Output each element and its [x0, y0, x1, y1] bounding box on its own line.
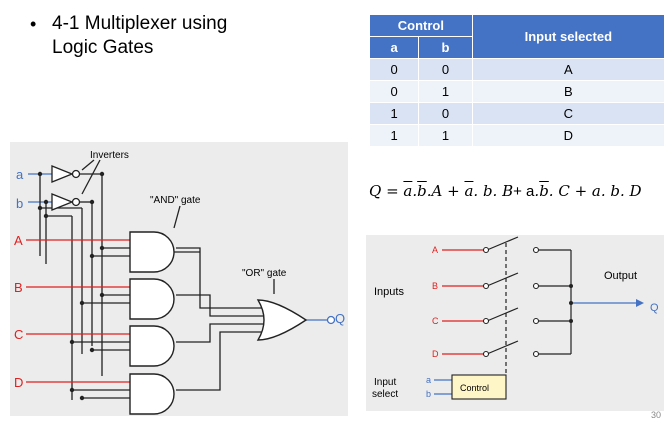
- header-control: Control: [369, 14, 473, 37]
- bullet-text: 4-1 Multiplexer using Logic Gates: [52, 12, 227, 60]
- sw-input-A: A: [432, 245, 438, 255]
- cell-selected: B: [471, 80, 666, 103]
- cell-b: 0: [418, 58, 473, 81]
- header-input-selected: Input selected: [471, 14, 666, 59]
- input-C-label: C: [14, 327, 23, 342]
- page-number: 30: [650, 410, 661, 420]
- eq-t1-b-bar: b: [417, 182, 427, 200]
- inputs-label: Inputs: [374, 286, 404, 298]
- input-b-label: b: [16, 196, 23, 211]
- cell-a: 0: [368, 80, 420, 103]
- cell-b: 1: [418, 80, 473, 103]
- output-Q-label: Q: [335, 311, 345, 326]
- table-row: 0 0 A: [368, 58, 666, 81]
- cell-b: 1: [418, 124, 473, 147]
- inverters-label: Inverters: [90, 150, 129, 161]
- eq-plus-a: + a: [513, 183, 535, 200]
- or-gate: [256, 299, 308, 341]
- eq-t1-input: .A +: [426, 182, 465, 200]
- and-gate-label: "AND" gate: [150, 195, 201, 206]
- cell-a: 1: [368, 124, 420, 147]
- cell-a: 0: [368, 58, 420, 81]
- eq-t1-a-bar: a: [403, 182, 413, 200]
- switch-contacts: [482, 246, 540, 358]
- eq-lhs: Q =: [369, 182, 404, 200]
- inverters: [51, 165, 81, 211]
- sw-input-D: D: [432, 349, 439, 359]
- bullet-point: • 4-1 Multiplexer using Logic Gates: [30, 12, 330, 60]
- input-D-label: D: [14, 375, 23, 390]
- bullet-line-2: Logic Gates: [52, 37, 154, 58]
- sw-input-C: C: [432, 316, 439, 326]
- input-a-label: a: [16, 167, 24, 182]
- cell-selected: C: [471, 102, 666, 125]
- circuit-wires: [26, 159, 328, 400]
- bullet-line-1: 4-1 Multiplexer using: [52, 13, 228, 34]
- eq-t3-dot: .: [534, 182, 540, 200]
- switch-panel: [366, 235, 664, 411]
- boolean-equation: Q = a.b.A + a. b. B+ a.b. C + a. b. D: [369, 182, 667, 200]
- truth-table: Control Input selected a b 0 0 A 0 1 B 1…: [368, 14, 666, 147]
- select-line-2: select: [372, 389, 398, 400]
- logic-gate-circuit: a b A B C D Inverters "AND" gate "OR" ga…: [10, 142, 348, 416]
- header-b: b: [418, 36, 473, 59]
- or-gate-label: "OR" gate: [242, 268, 287, 279]
- bus-junctions: [569, 284, 573, 323]
- output-label: Output: [604, 270, 637, 282]
- input-A-label: A: [14, 233, 23, 248]
- eq-t2-rest: . b. B: [473, 182, 514, 200]
- sw-select-b: b: [426, 389, 431, 399]
- circuit-panel: [10, 142, 348, 416]
- junction-dots: [37, 171, 105, 401]
- table-row: 1 0 C: [368, 102, 666, 125]
- cell-selected: D: [471, 124, 666, 147]
- and-gates: [129, 231, 175, 415]
- eq-t3-rest: . C + a. b. D: [548, 182, 642, 200]
- sw-input-B: B: [432, 281, 438, 291]
- select-line-1: Input: [374, 377, 396, 388]
- eq-t1-dot: .: [412, 182, 418, 200]
- input-B-label: B: [14, 280, 23, 295]
- cell-a: 1: [368, 102, 420, 125]
- eq-t3-b-bar: b: [539, 182, 549, 200]
- cell-selected: A: [471, 58, 666, 81]
- control-box: [451, 374, 507, 400]
- control-box-label: Control: [460, 383, 489, 393]
- switch-wires: [434, 236, 636, 395]
- sw-select-a: a: [426, 375, 431, 385]
- table-row: 1 1 D: [368, 124, 666, 147]
- header-a: a: [368, 36, 420, 59]
- bullet-dot: •: [30, 14, 37, 34]
- output-arrow-icon: [636, 299, 644, 307]
- table-row: 0 1 B: [368, 80, 666, 103]
- switch-mux-diagram: Inputs Output A B C D Q Input select a b: [366, 235, 664, 411]
- sw-output-Q: Q: [650, 302, 659, 314]
- cell-b: 0: [418, 102, 473, 125]
- eq-t2-a-bar: a: [464, 182, 474, 200]
- output-terminal: [326, 315, 336, 325]
